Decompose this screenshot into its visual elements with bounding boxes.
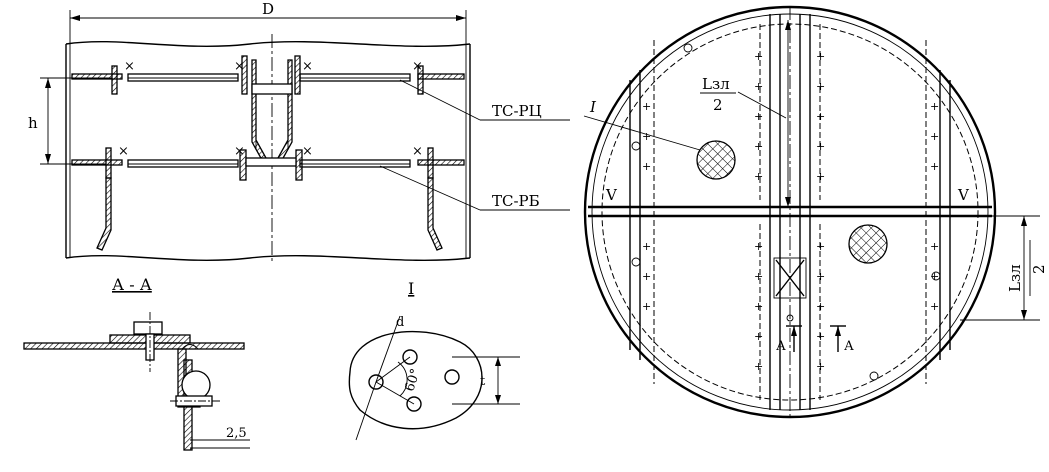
svg-text:+: +: [816, 110, 825, 123]
svg-text:+: +: [642, 100, 651, 113]
label-d-small: d: [396, 315, 404, 330]
svg-text:×: ×: [302, 59, 313, 74]
dimension-lzl-top: Lзл 2: [700, 20, 791, 207]
svg-text:×: ×: [302, 144, 313, 159]
svg-text:+: +: [754, 110, 763, 123]
label-detail-callout: I: [589, 98, 597, 116]
svg-text:+: +: [754, 240, 763, 253]
column-plan-view: + + + + + + + + + + + + + + + + + + + + + + + + + + + + + + ++ …: [583, 5, 1048, 420]
svg-text:×: ×: [412, 144, 423, 159]
svg-text:×: ×: [118, 144, 129, 159]
svg-text:+: +: [816, 240, 825, 253]
svg-text:+: +: [754, 170, 763, 183]
svg-text:+: +: [754, 270, 763, 283]
label-lzl-top: Lзл: [702, 75, 730, 93]
lower-tray: × × × ×: [71, 144, 465, 251]
label-lzl-right-den: 2: [1030, 264, 1048, 274]
label-angle-60: 60°: [402, 367, 423, 394]
label-lzl-right: Lзл: [1006, 264, 1024, 292]
label-t: t: [480, 374, 486, 389]
label-arrow-a1: А: [776, 339, 786, 354]
svg-text:×: ×: [234, 144, 245, 159]
label-arrow-a2: А: [844, 339, 854, 354]
svg-text:+: +: [642, 270, 651, 283]
svg-text:+: +: [816, 50, 825, 63]
label-tray-upper: ТС-РЦ: [492, 102, 542, 120]
svg-text:×: ×: [124, 59, 135, 74]
svg-text:+: +: [642, 160, 651, 173]
svg-text:+: +: [754, 80, 763, 93]
detail-i-view: I 60° d t: [348, 279, 520, 441]
label-lzl-top-den: 2: [713, 96, 723, 114]
svg-text:+: +: [754, 300, 763, 313]
svg-text:+: +: [642, 130, 651, 143]
dimension-h: h: [28, 77, 112, 165]
dimension-d: D: [69, 0, 467, 44]
svg-text:+: +: [642, 240, 651, 253]
svg-text:×: ×: [234, 59, 245, 74]
svg-text:+: +: [816, 270, 825, 283]
svg-text:+: +: [930, 130, 939, 143]
label-tray-lower: ТС-РБ: [492, 192, 540, 210]
label-h: h: [28, 114, 38, 132]
column-elevation-view: × × × × × × × ×: [28, 0, 570, 262]
dimension-lzl-right: Lзл 2: [940, 215, 1048, 321]
label-detail-i: I: [408, 279, 414, 298]
manhole-upper: [696, 140, 736, 180]
svg-text:+: +: [930, 240, 939, 253]
section-arrows: А А: [776, 325, 854, 354]
svg-text:+: +: [754, 360, 763, 373]
svg-text:+: +: [754, 330, 763, 343]
svg-text:+: +: [754, 140, 763, 153]
svg-text:+: +: [816, 330, 825, 343]
manhole-lower: [848, 224, 888, 264]
svg-text:V: V: [605, 186, 618, 204]
svg-text:+: +: [816, 360, 825, 373]
svg-text:+: +: [930, 100, 939, 113]
label-d: D: [262, 0, 274, 18]
svg-text:V: V: [957, 186, 970, 204]
svg-text:+: +: [816, 300, 825, 313]
valve-markers: + + + + + + + + + + + + + + + + + + + + + + + + + + + + + + + +: [642, 50, 939, 373]
svg-text:+: +: [930, 270, 939, 283]
section-aa-view: А - А 2,5: [23, 275, 250, 451]
svg-text:+: +: [930, 160, 939, 173]
upper-tray: × × × ×: [71, 55, 465, 161]
svg-text:+: +: [816, 170, 825, 183]
label-section-aa: А - А: [112, 275, 152, 294]
svg-text:+: +: [930, 300, 939, 313]
svg-text:+: +: [754, 50, 763, 63]
svg-text:+: +: [642, 300, 651, 313]
svg-text:×: ×: [412, 59, 423, 74]
svg-text:+: +: [816, 140, 825, 153]
label-dim-2-5: 2,5: [226, 426, 247, 441]
svg-text:+: +: [816, 80, 825, 93]
